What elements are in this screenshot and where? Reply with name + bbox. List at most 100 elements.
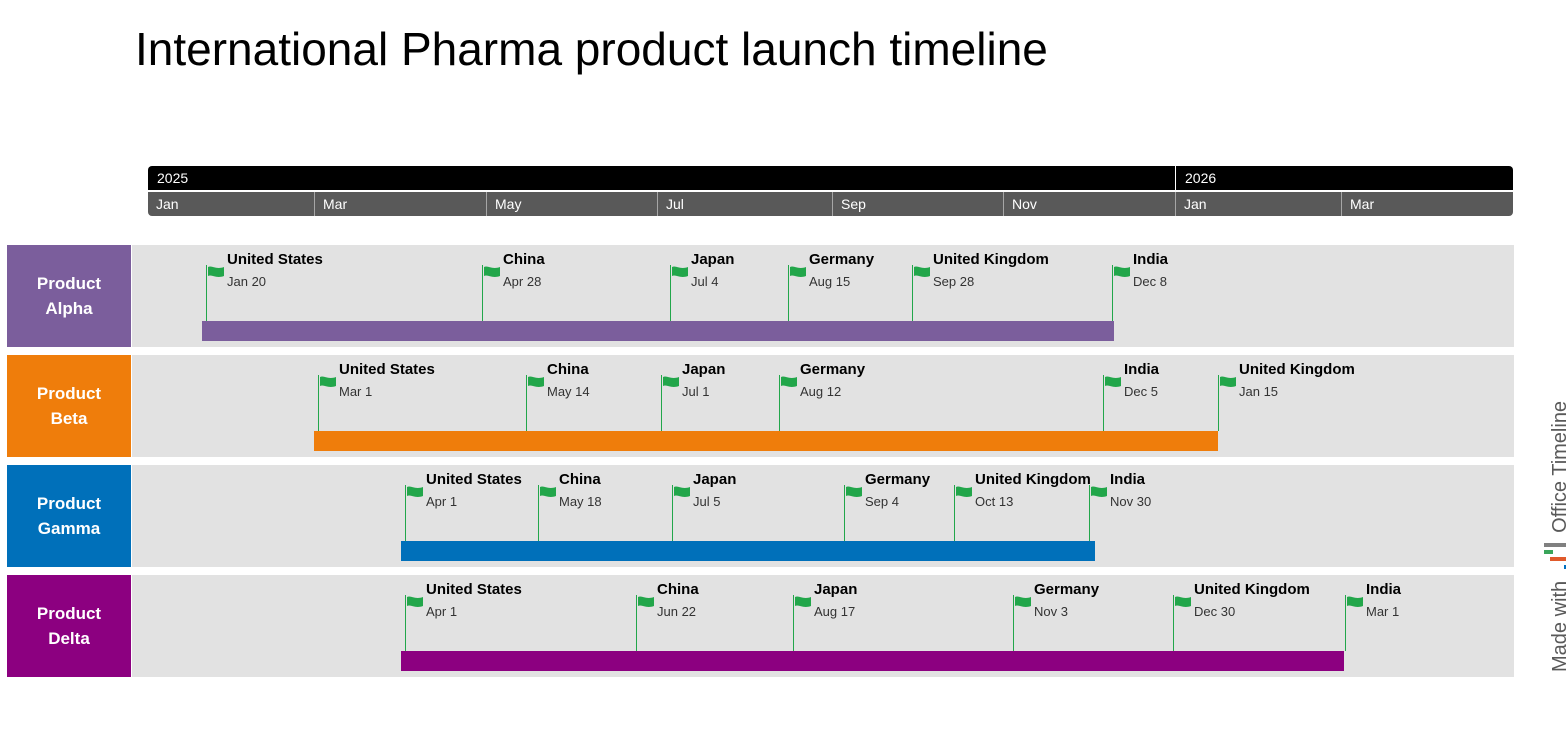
milestone-country: United Kingdom — [1194, 581, 1310, 598]
product-label-line1: Product — [36, 384, 102, 403]
milestone-country: Japan — [693, 471, 737, 488]
month-label: Sep — [832, 192, 1003, 216]
month-label: Jan — [1175, 192, 1341, 216]
milestone-connector — [526, 375, 527, 431]
product-label-line2: Delta — [48, 629, 90, 648]
milestone-date: Jul 4 — [691, 274, 719, 289]
milestone-country: United States — [426, 581, 522, 598]
milestone-country: China — [503, 251, 545, 268]
milestone-country: Japan — [691, 251, 735, 268]
flag-icon — [1347, 596, 1363, 614]
milestone-connector — [954, 485, 955, 541]
flag-icon — [1220, 376, 1236, 394]
milestone-date: Mar 1 — [339, 384, 373, 399]
milestone-country: United Kingdom — [1239, 361, 1355, 378]
task-bar[interactable] — [314, 431, 1218, 451]
milestone-date: May 14 — [547, 384, 590, 399]
milestone-date: Jun 22 — [657, 604, 697, 619]
milestone-connector — [405, 485, 406, 541]
month-label: Jan — [156, 196, 179, 212]
milestone-date: Sep 28 — [933, 274, 975, 289]
milestone-date: Nov 3 — [1034, 604, 1068, 619]
milestone-connector — [405, 595, 406, 651]
milestone-country: China — [559, 471, 601, 488]
office-timeline-logo-icon — [1544, 542, 1566, 571]
flag-icon — [1015, 596, 1031, 614]
milestone-connector — [844, 485, 845, 541]
flag-icon — [781, 376, 797, 394]
flag-icon — [1175, 596, 1191, 614]
flag-icon — [540, 486, 556, 504]
milestone-connector — [793, 595, 794, 651]
milestone-connector — [779, 375, 780, 431]
task-bar[interactable] — [202, 321, 1114, 341]
milestone-connector — [1089, 485, 1090, 541]
task-bar[interactable] — [401, 541, 1095, 561]
milestone-date: Nov 30 — [1110, 494, 1152, 509]
milestone-date: Dec 5 — [1124, 384, 1158, 399]
milestone-country: India — [1366, 581, 1402, 598]
flag-icon — [407, 486, 423, 504]
milestone-connector — [1173, 595, 1174, 651]
milestone-country: United States — [426, 471, 522, 488]
milestone-connector — [670, 265, 671, 321]
month-label: Jul — [657, 192, 832, 216]
flag-icon — [672, 266, 688, 284]
flag-icon — [790, 266, 806, 284]
flag-icon — [484, 266, 500, 284]
milestone-country: China — [547, 361, 589, 378]
flag-icon — [1091, 486, 1107, 504]
milestone-connector — [318, 375, 319, 431]
watermark-prefix: Made with — [1548, 580, 1566, 672]
milestone-date: Aug 12 — [800, 384, 842, 399]
milestone-country: India — [1133, 251, 1169, 268]
milestone-date: Apr 28 — [503, 274, 542, 289]
milestone-date: Jul 5 — [693, 494, 721, 509]
milestone-date: Apr 1 — [426, 494, 458, 509]
milestone-connector — [482, 265, 483, 321]
milestone-country: United States — [227, 251, 323, 268]
milestone-date: Jan 15 — [1239, 384, 1279, 399]
milestone-connector — [1013, 595, 1014, 651]
milestone-date: Jan 20 — [227, 274, 267, 289]
milestone-connector — [538, 485, 539, 541]
milestone-date: May 18 — [559, 494, 602, 509]
watermark-brand: Office Timeline — [1548, 400, 1566, 533]
flag-icon — [638, 596, 654, 614]
milestone-date: Sep 4 — [865, 494, 899, 509]
milestone-date: Aug 15 — [809, 274, 851, 289]
month-label: Mar — [314, 192, 486, 216]
month-label: Mar — [1341, 192, 1513, 216]
flag-icon — [674, 486, 690, 504]
milestone-country: United Kingdom — [975, 471, 1091, 488]
year-label: 2026 — [1175, 166, 1513, 190]
flag-icon — [407, 596, 423, 614]
flag-icon — [208, 266, 224, 284]
milestone-date: Dec 8 — [1133, 274, 1167, 289]
milestone-connector — [636, 595, 637, 651]
milestone-date: Apr 1 — [426, 604, 458, 619]
milestone-date: Oct 13 — [975, 494, 1014, 509]
office-timeline-watermark: Made with Office Timeline — [1544, 401, 1566, 672]
flag-icon — [914, 266, 930, 284]
month-label: Nov — [1003, 192, 1175, 216]
milestone-country: China — [657, 581, 699, 598]
product-label-line2: Alpha — [45, 299, 93, 318]
milestone-connector — [672, 485, 673, 541]
milestone-country: India — [1110, 471, 1146, 488]
milestone-date: Aug 17 — [814, 604, 856, 619]
product-label-line1: Product — [36, 494, 102, 513]
milestone-date: Dec 30 — [1194, 604, 1236, 619]
milestone-country: Japan — [682, 361, 726, 378]
task-bar[interactable] — [401, 651, 1344, 671]
product-label-line1: Product — [36, 604, 102, 623]
flag-icon — [795, 596, 811, 614]
milestone-country: Germany — [865, 471, 931, 488]
